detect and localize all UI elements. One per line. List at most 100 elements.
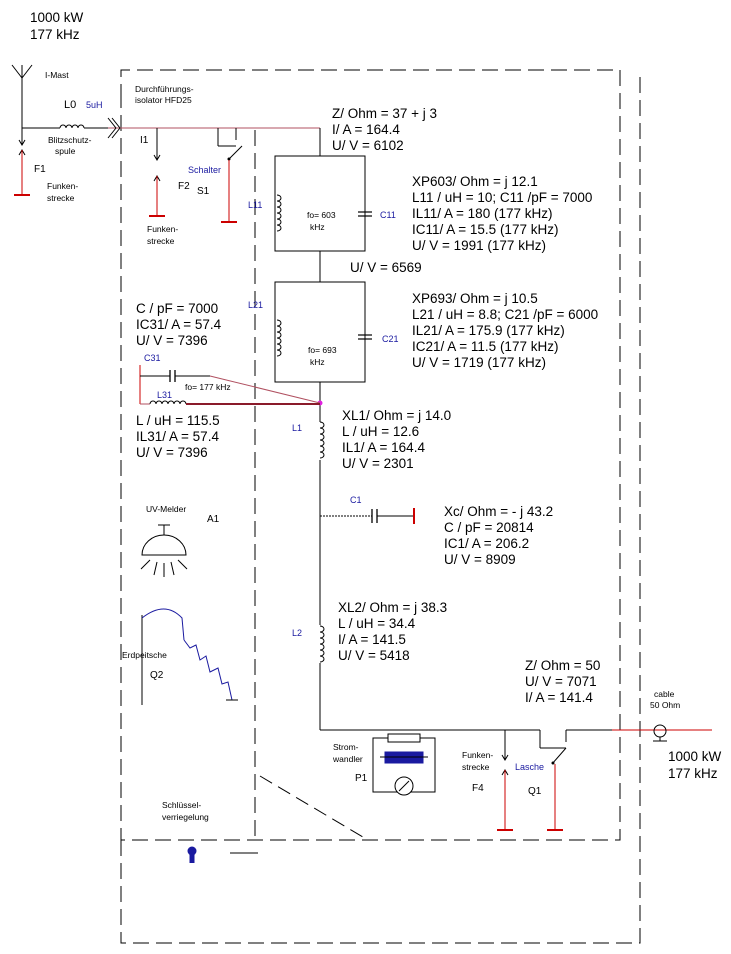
housing-outline — [120, 69, 641, 944]
schluessel-label-1: Schlüssel- — [162, 800, 201, 810]
xp693-values: XP693/ Ohm = j 10.5 L21 / uH = 8.8; C21 … — [412, 291, 598, 370]
tank-z-label: Z/ Ohm = 37 + j 3 — [332, 106, 437, 121]
strom-label-1: Strom- — [333, 742, 359, 752]
xp693-line-1: L21 / uH = 8.8; C21 /pF = 6000 — [412, 307, 598, 322]
out-i-label: I/ A = 141.4 — [525, 690, 593, 705]
uv-label: UV-Melder — [146, 504, 186, 514]
isolator-label-1: Durchführungs- — [135, 84, 194, 94]
c21-label: C21 — [382, 334, 399, 344]
l31-line-2: U/ V = 7396 — [136, 445, 208, 460]
erd-label: Erdpeitsche — [122, 650, 167, 660]
q1-label: Q1 — [528, 786, 542, 797]
l0-coil-icon — [59, 124, 85, 129]
f1-funk-1: Funken- — [47, 181, 78, 191]
out-u-label: U/ V = 7071 — [525, 674, 597, 689]
l31-line-0: L / uH = 115.5 — [136, 413, 220, 428]
spark-gap-f1-icon — [14, 128, 30, 196]
l21-coil-icon — [276, 319, 282, 357]
cable-impedance: 50 Ohm — [650, 700, 680, 710]
fo603-line-2: kHz — [310, 222, 325, 232]
xl1-line-1: L / uH = 12.6 — [342, 424, 419, 439]
xp603-line-0: XP603/ Ohm = j 12.1 — [412, 174, 538, 189]
c1-line-2: IC1/ A = 206.2 — [444, 536, 529, 551]
tank-i-label: I/ A = 164.4 — [332, 122, 400, 137]
c1-line-1: C / pF = 20814 — [444, 520, 534, 535]
l11-label: L11 — [248, 200, 262, 210]
xp603-line-2: IL11/ A = 180 (177 kHz) — [412, 206, 552, 221]
l0-value: 5uH — [86, 100, 103, 110]
spark-gap-f4-icon — [497, 730, 513, 831]
lasche-label: Lasche — [515, 762, 544, 772]
uv-detector-icon — [140, 524, 188, 577]
xp693-line-0: XP693/ Ohm = j 10.5 — [412, 291, 538, 306]
blitz-label-1: Blitzschutz- — [48, 135, 92, 145]
c11-capacitor-icon — [358, 211, 372, 217]
feed-line — [22, 124, 320, 129]
f1-funk-2: strecke — [47, 193, 75, 203]
tx-frequency-label: 177 kHz — [30, 27, 80, 42]
f4-funk-2: strecke — [462, 762, 490, 772]
c21-capacitor-icon — [358, 334, 372, 340]
interlock-line — [259, 775, 369, 841]
fo603-line-1: fo= 603 — [307, 210, 336, 220]
xp603-line-1: L11 / uH = 10; C11 /pF = 7000 — [412, 190, 592, 205]
key-lock-icon — [187, 846, 197, 863]
xp603-line-4: U/ V = 1991 (177 kHz) — [412, 238, 546, 253]
l31-line-1: IL31/ A = 57.4 — [136, 429, 219, 444]
l1-coil-icon — [319, 421, 325, 459]
xl1-line-0: XL1/ Ohm = j 14.0 — [342, 408, 451, 423]
f2-label: F2 — [178, 181, 190, 192]
out-power-label: 1000 kW — [668, 749, 722, 764]
out-freq-label: 177 kHz — [668, 766, 718, 781]
xp603-line-3: IC11/ A = 15.5 (177 kHz) — [412, 222, 558, 237]
schluessel-label-2: verriegelung — [162, 812, 209, 822]
c31-fo-label: fo= 177 kHz — [185, 382, 231, 392]
i1-label: I1 — [140, 135, 149, 146]
l0-label: L0 — [64, 99, 76, 111]
l31-label: L31 — [157, 390, 172, 400]
fo693-line-2: kHz — [310, 357, 325, 367]
erd-id: Q2 — [150, 670, 164, 681]
l2-coil-icon — [319, 625, 325, 663]
xp693-line-4: U/ V = 1719 (177 kHz) — [412, 355, 546, 370]
cable-connector-icon — [612, 724, 712, 742]
out-z-label: Z/ Ohm = 50 — [525, 658, 600, 673]
c1-capacitor-icon — [320, 508, 415, 524]
earth-whip-icon — [141, 608, 238, 705]
c1-label: C1 — [350, 495, 362, 505]
l11-coil-icon — [276, 194, 282, 232]
xl1-values: XL1/ Ohm = j 14.0 L / uH = 12.6 IL1/ A =… — [342, 408, 451, 471]
c11-label: C11 — [380, 210, 396, 220]
cable-label: cable — [654, 689, 675, 699]
f1-label: F1 — [34, 164, 46, 175]
f4-id: F4 — [472, 783, 484, 794]
antenna-icon — [11, 64, 33, 128]
xl1-line-2: IL1/ A = 164.4 — [342, 440, 425, 455]
xl2-values: XL2/ Ohm = j 38.3 L / uH = 34.4 I/ A = 1… — [338, 600, 447, 663]
p1-label: P1 — [355, 773, 368, 784]
xl2-line-2: I/ A = 141.5 — [338, 632, 406, 647]
c31-l31-trap — [139, 365, 321, 405]
switch-q1-icon — [539, 730, 567, 831]
f2-funk-2: strecke — [147, 236, 175, 246]
s1-label: S1 — [197, 186, 210, 197]
c31-label: C31 — [144, 353, 161, 363]
mid-voltage-label: U/ V = 6569 — [350, 260, 422, 275]
l31-coil-icon — [149, 400, 187, 405]
xl1-line-3: U/ V = 2301 — [342, 456, 414, 471]
xp693-line-3: IC21/ A = 11.5 (177 kHz) — [412, 339, 558, 354]
isolator-icon — [107, 117, 121, 139]
xp693-line-2: IL21/ A = 175.9 (177 kHz) — [412, 323, 565, 338]
c1-values: Xc/ Ohm = - j 43.2 C / pF = 20814 IC1/ A… — [444, 504, 553, 567]
l21-label: L21 — [248, 300, 263, 310]
schalter-label: Schalter — [188, 165, 221, 175]
blitz-label-2: spule — [55, 146, 76, 156]
c31-line-1: IC31/ A = 57.4 — [136, 317, 222, 332]
tank-u-label: U/ V = 6102 — [332, 138, 404, 153]
l2-label: L2 — [292, 628, 302, 638]
f4-funk-1: Funken- — [462, 750, 493, 760]
tx-power-label: 1000 kW — [30, 10, 84, 25]
xl2-line-1: L / uH = 34.4 — [338, 616, 416, 631]
f2-funk-1: Funken- — [147, 224, 178, 234]
